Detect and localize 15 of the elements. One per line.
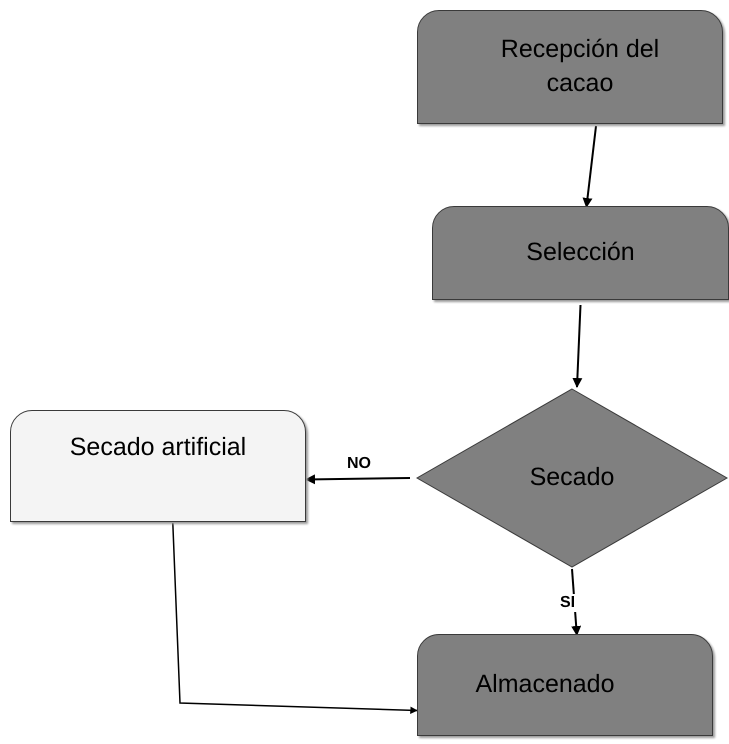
arrow: [305, 474, 410, 484]
node-label: Secado: [530, 462, 614, 494]
node-label: Secado artificial: [70, 432, 246, 463]
node-label: Recepción del cacao: [500, 34, 660, 99]
arrow: [172, 522, 418, 714]
process-box: [417, 10, 723, 124]
arrow: [571, 568, 582, 636]
arrow: [572, 304, 582, 388]
node-label: Almacenado: [476, 669, 614, 700]
arrow: [582, 126, 597, 208]
edge-label: SI: [558, 594, 578, 612]
node-label: Selección: [526, 237, 635, 268]
process-box: [432, 206, 729, 300]
process-box: [10, 410, 306, 522]
process-box: [417, 634, 713, 736]
